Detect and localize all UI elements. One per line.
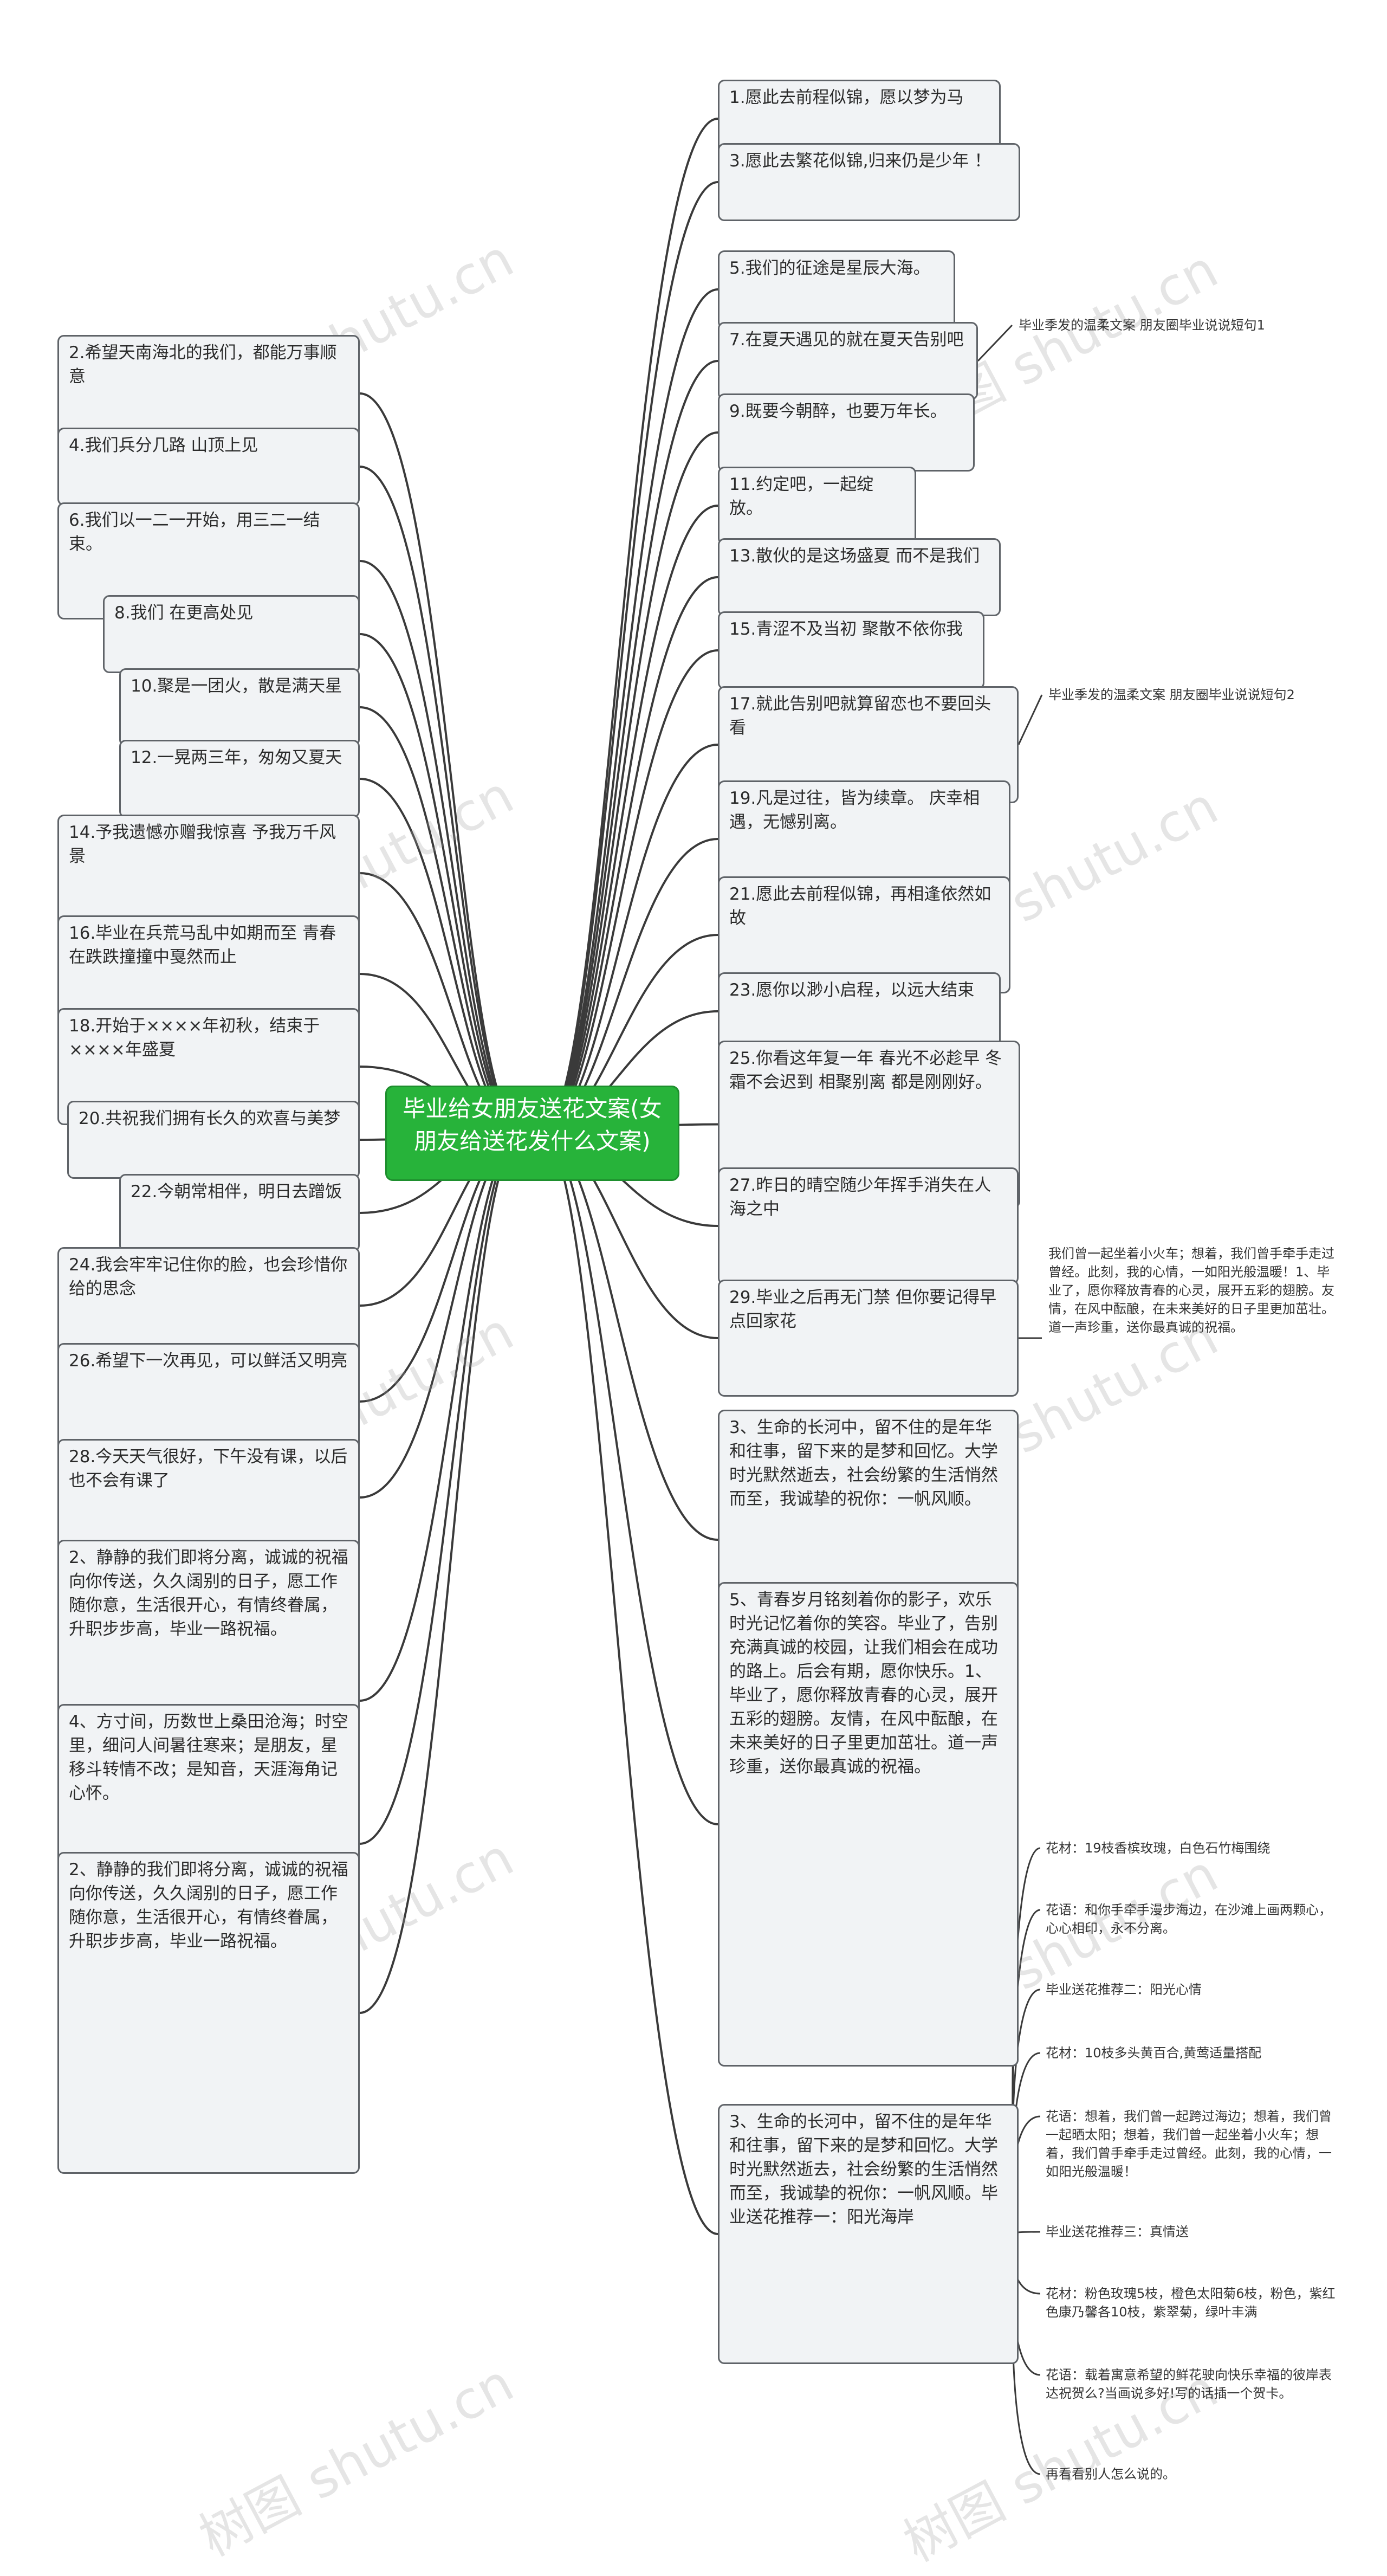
connector [359,1132,523,1845]
flower-note: 毕业送花推荐三：真情送 [1046,2224,1189,2239]
topic-node-left: 20.共祝我们拥有长久的欢喜与美梦 [67,1101,360,1179]
topic-node-right: 7.在夏天遇见的就在夏天告别吧 [718,322,978,400]
topic-node-left: 14.予我遗憾亦赠我惊喜 予我万千风景 [57,815,360,932]
topic-node-left: 4.我们兵分几路 山顶上见 [57,428,360,506]
topic-node-left: 2、静静的我们即将分离，诚诚的祝福向你传送，久久阔别的日子，愿工作随你意，生活很… [57,1852,360,2174]
topic-node-right: 9.既要今朝醉，也要万年长。 [718,393,975,472]
flower-note: 再看看别人怎么说的。 [1046,2467,1176,2482]
topic-node-right: 27.昨日的晴空随少年挥手消失在人海之中 [718,1167,1019,1284]
connector [1017,694,1043,745]
connector [359,392,523,1134]
connector [541,505,718,1134]
topic-node-right: 15.青涩不及当初 聚散不依你我 [718,611,984,689]
connector [359,1132,523,1702]
topic-node-left: 10.聚是一团火，散是满天星 [119,668,360,746]
connector [977,324,1013,362]
topic-node-right: 11.约定吧，一起绽放。 [718,467,916,545]
side-note: 我们曾一起坐着小火车；想着，我们曾手牵手走过曾经。此刻，我的心情，一如阳光般温暖… [1048,1246,1334,1335]
connector [541,1132,718,1825]
topic-node-right: 5、青春岁月铭刻着你的影子，欢乐时光记忆着你的笑容。毕业了，告别充满真诚的校园，… [718,1582,1019,2067]
flower-note: 毕业送花推荐二：阳光心情 [1046,1982,1202,1997]
flower-note: 花材：19枝香槟玫瑰，白色石竹梅围绕 [1046,1841,1271,1856]
connector [541,288,718,1134]
topic-node-right: 23.愿你以渺小启程，以远大结束 [718,972,1001,1050]
side-note: 毕业季发的温柔文案 朋友圈毕业说说短句2 [1048,687,1295,702]
flower-note: 花语：和你手牵手漫步海边，在沙滩上画两颗心，心心相印，永不分离。 [1046,1902,1332,1936]
topic-node-right: 5.我们的征途是星辰大海。 [718,250,955,328]
topic-node-right: 3.愿此去繁花似锦,归来仍是少年 ！ [718,143,1020,221]
topic-node-right: 13.散伙的是这场盛夏 而不是我们 [718,538,1001,616]
topic-node-left: 8.我们 在更高处见 [103,595,360,673]
topic-node-left: 28.今天天气很好，下午没有课，以后也不会有课了 [57,1439,360,1556]
topic-node-right: 29.毕业之后再无门禁 但你要记得早点回家花 [718,1280,1019,1397]
flower-note: 花材：粉色玫瑰5枝，橙色太阳菊6枝，粉色，紫红色康乃馨各10枝，紫翠菊，绿叶丰满 [1046,2286,1336,2320]
connector [359,1132,523,2014]
topic-node-left: 12.一晃两三年，匆匆又夏天 [119,740,360,818]
flower-note: 花材：10枝多头黄百合,黄莺适量搭配 [1046,2045,1262,2061]
central-topic: 毕业给女朋友送花文案(女朋友给送花发什么文案) [385,1086,679,1181]
connector [541,181,718,1134]
side-note: 毕业季发的温柔文案 朋友圈毕业说说短句1 [1019,318,1265,333]
connector [359,560,523,1134]
connector [541,118,718,1134]
connector [359,778,523,1134]
flower-note: 花语：想着，我们曾一起跨过海边；想着，我们曾一起晒太阳；想着，我们曾一起坐着小火… [1046,2109,1332,2179]
topic-node-left: 22.今朝常相伴，明日去蹭饭 [119,1174,360,1252]
flower-note: 花语：载着寓意希望的鲜花驶向快乐幸福的彼岸表达祝贺么?当画说多好!写的话插一个贺… [1046,2367,1332,2401]
connector [541,360,718,1134]
connector [359,1132,523,1499]
topic-node-right: 3、生命的长河中，留不住的是年华和往事，留下来的是梦和回忆。大学时光默然逝去，社… [718,2104,1019,2364]
connector [541,1132,718,2235]
